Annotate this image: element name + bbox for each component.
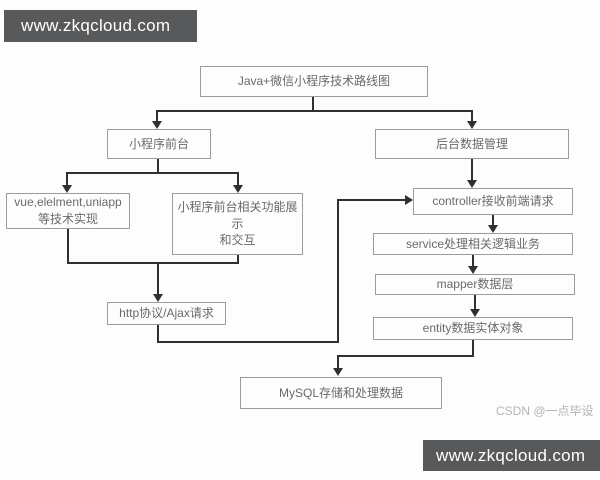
arrowhead-down-icon [467, 121, 477, 129]
node-backend: 后台数据管理 [375, 129, 569, 159]
node-entity: entity数据实体对象 [373, 317, 573, 340]
arrowhead-down-icon [488, 225, 498, 233]
bottom-watermark-banner: www.zkqcloud.com [423, 440, 600, 471]
edge-frontend-vue-shaft [66, 172, 68, 186]
arrowhead-down-icon [152, 121, 162, 129]
node-frontend: 小程序前台 [107, 129, 211, 159]
arrowhead-down-icon [468, 266, 478, 274]
top-banner-text: www.zkqcloud.com [21, 16, 171, 35]
node-mapper: mapper数据层 [375, 274, 575, 295]
node-service: service处理相关逻辑业务 [373, 233, 573, 255]
edge-features-stem [237, 255, 239, 264]
edge-entity-mysql-seg1 [472, 340, 474, 357]
edge-root-backend-shaft [471, 110, 473, 122]
edge-frontend-features-shaft [237, 172, 239, 186]
node-features: 小程序前台相关功能展示 和交互 [172, 193, 303, 255]
edge-root-split-line [156, 110, 473, 112]
node-vue-tech-label: vue,elelment,uniapp 等技术实现 [14, 195, 122, 226]
edge-merge-line [67, 262, 239, 264]
node-controller-label: controller接收前端请求 [432, 194, 554, 209]
node-http-label: http协议/Ajax请求 [119, 306, 214, 321]
arrowhead-down-icon [233, 185, 243, 193]
node-vue-tech: vue,elelment,uniapp 等技术实现 [6, 193, 130, 229]
edge-http-controller-seg1 [157, 325, 159, 343]
edge-entity-mysql-seg2 [337, 355, 474, 357]
node-frontend-label: 小程序前台 [128, 136, 189, 151]
edge-http-controller-seg4 [337, 199, 406, 201]
edge-vue-stem [67, 229, 69, 264]
top-watermark-banner: www.zkqcloud.com [4, 10, 197, 42]
node-entity-label: entity数据实体对象 [422, 321, 524, 336]
edge-backend-stem [471, 159, 473, 181]
node-backend-label: 后台数据管理 [435, 136, 508, 151]
edge-frontend-split-line [66, 172, 239, 174]
bottom-banner-text: www.zkqcloud.com [436, 445, 586, 465]
edge-controller-service-shaft [492, 215, 494, 226]
arrowhead-down-icon [470, 309, 480, 317]
node-service-label: service处理相关逻辑业务 [405, 236, 540, 251]
edge-http-controller-seg2 [157, 341, 339, 343]
edge-root-stem [312, 97, 314, 111]
edge-http-controller-seg3 [337, 199, 339, 343]
arrowhead-down-icon [62, 185, 72, 193]
edge-service-mapper-shaft [472, 255, 474, 267]
edge-mapper-entity-shaft [474, 295, 476, 310]
arrowhead-right-icon [405, 195, 413, 205]
arrowhead-down-icon [333, 368, 343, 376]
node-http: http协议/Ajax请求 [107, 302, 226, 325]
edge-entity-mysql-seg3 [337, 355, 339, 369]
edge-frontend-stem [157, 159, 159, 174]
node-features-label: 小程序前台相关功能展示 和交互 [177, 199, 298, 248]
node-mapper-label: mapper数据层 [436, 277, 514, 292]
edge-http-shaft [157, 262, 159, 295]
arrowhead-down-icon [153, 294, 163, 302]
node-controller: controller接收前端请求 [413, 188, 573, 215]
arrowhead-down-icon [467, 180, 477, 188]
node-mysql: MySQL存储和处理数据 [240, 377, 442, 409]
node-mysql-label: MySQL存储和处理数据 [278, 385, 403, 400]
node-root-label: Java+微信小程序技术路线图 [237, 74, 391, 89]
csdn-watermark: CSDN @一点毕设 [496, 404, 594, 418]
node-root: Java+微信小程序技术路线图 [200, 66, 428, 97]
edge-root-frontend-shaft [156, 110, 158, 122]
